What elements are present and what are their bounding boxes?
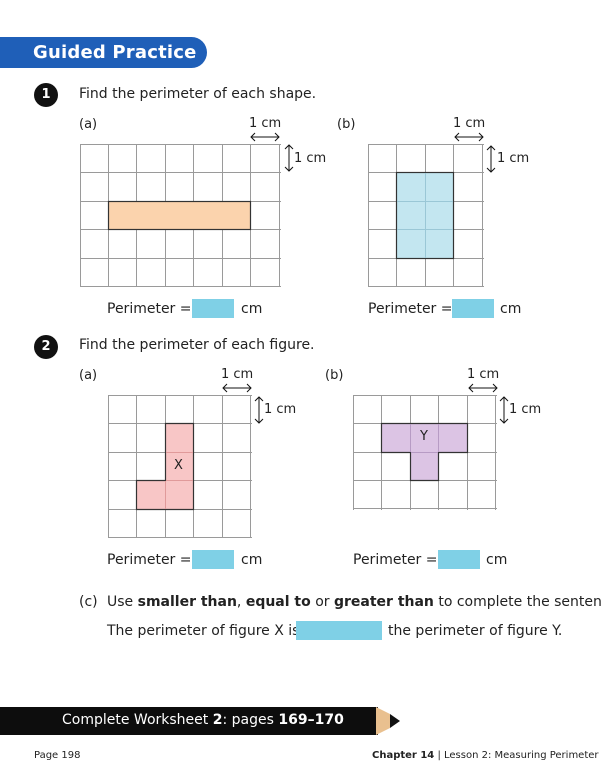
q1a-perimeter-label: Perimeter = [107,301,192,317]
q2a-grid [108,395,252,538]
q2b-horizontal-arrow-icon [468,383,498,393]
question-2-prompt: Find the perimeter of each figure. [79,337,315,353]
q2a-answer-box[interactable] [192,550,234,569]
q1b-unit: cm [500,301,522,317]
option-smaller-than: smaller than [137,594,237,610]
q2a-vertical-arrow-icon [254,396,264,424]
q1b-perimeter-label: Perimeter = [368,301,453,317]
q1b-unit-vertical: 1 cm [497,151,530,166]
question-number-1: 1 [34,83,58,107]
q2c-sentence-start: The perimeter of figure X is [107,623,300,639]
q2c-answer-box[interactable] [296,621,382,640]
question-number-2: 2 [34,335,58,359]
q2b-answer-box[interactable] [438,550,480,569]
q2b-label: (b) [325,368,344,383]
q2c-label: (c) [79,594,98,610]
q2b-unit-horizontal: 1 cm [467,367,500,382]
figure-y-label: Y [420,429,428,444]
q2b-unit-vertical: 1 cm [509,402,542,417]
option-equal-to: equal to [245,594,311,610]
q2a-unit-horizontal: 1 cm [221,367,254,382]
q1a-answer-box[interactable] [192,299,234,318]
q2a-unit-vertical: 1 cm [264,402,297,417]
q1b-answer-box[interactable] [452,299,494,318]
worksheet-banner [0,707,378,735]
q2b-vertical-arrow-icon [499,396,509,424]
option-greater-than: greater than [333,594,434,610]
q2b-perimeter-label: Perimeter = [353,552,438,568]
question-1-prompt: Find the perimeter of each shape. [79,86,317,102]
q1a-vertical-arrow-icon [284,144,294,172]
q1a-unit-vertical: 1 cm [294,151,327,166]
q2a-label: (a) [79,368,98,383]
worksheet-reference: Complete Worksheet 2: pages 169–170 [62,712,344,728]
section-title: Guided Practice [33,42,197,63]
q1a-label: (a) [79,117,98,132]
q1a-unit: cm [241,301,263,317]
q1b-vertical-arrow-icon [486,145,496,173]
q2c-sentence-end: the perimeter of figure Y. [388,623,563,639]
q1a-unit-horizontal: 1 cm [249,116,282,131]
q1a-horizontal-arrow-icon [250,132,280,142]
q1b-unit-horizontal: 1 cm [453,116,486,131]
header-banner [0,37,207,68]
figure-x-shape [135,422,195,511]
q2a-perimeter-label: Perimeter = [107,552,192,568]
chapter-lesson: Chapter 14 | Lesson 2: Measuring Perimet… [372,750,599,761]
q2a-horizontal-arrow-icon [222,383,252,393]
page-number: Page 198 [34,750,81,761]
q2b-unit: cm [486,552,508,568]
q1a-rectangle-shape [107,200,252,231]
q2c-instruction: Use smaller than, equal to or greater th… [107,594,602,610]
q2a-unit: cm [241,552,263,568]
pencil-tip-icon [376,707,400,735]
q1a-grid [80,144,281,287]
figure-x-label: X [174,458,183,473]
q1b-grid [368,144,484,287]
q2b-grid [353,395,497,510]
q1b-horizontal-arrow-icon [454,132,484,142]
q1b-label: (b) [337,117,356,132]
